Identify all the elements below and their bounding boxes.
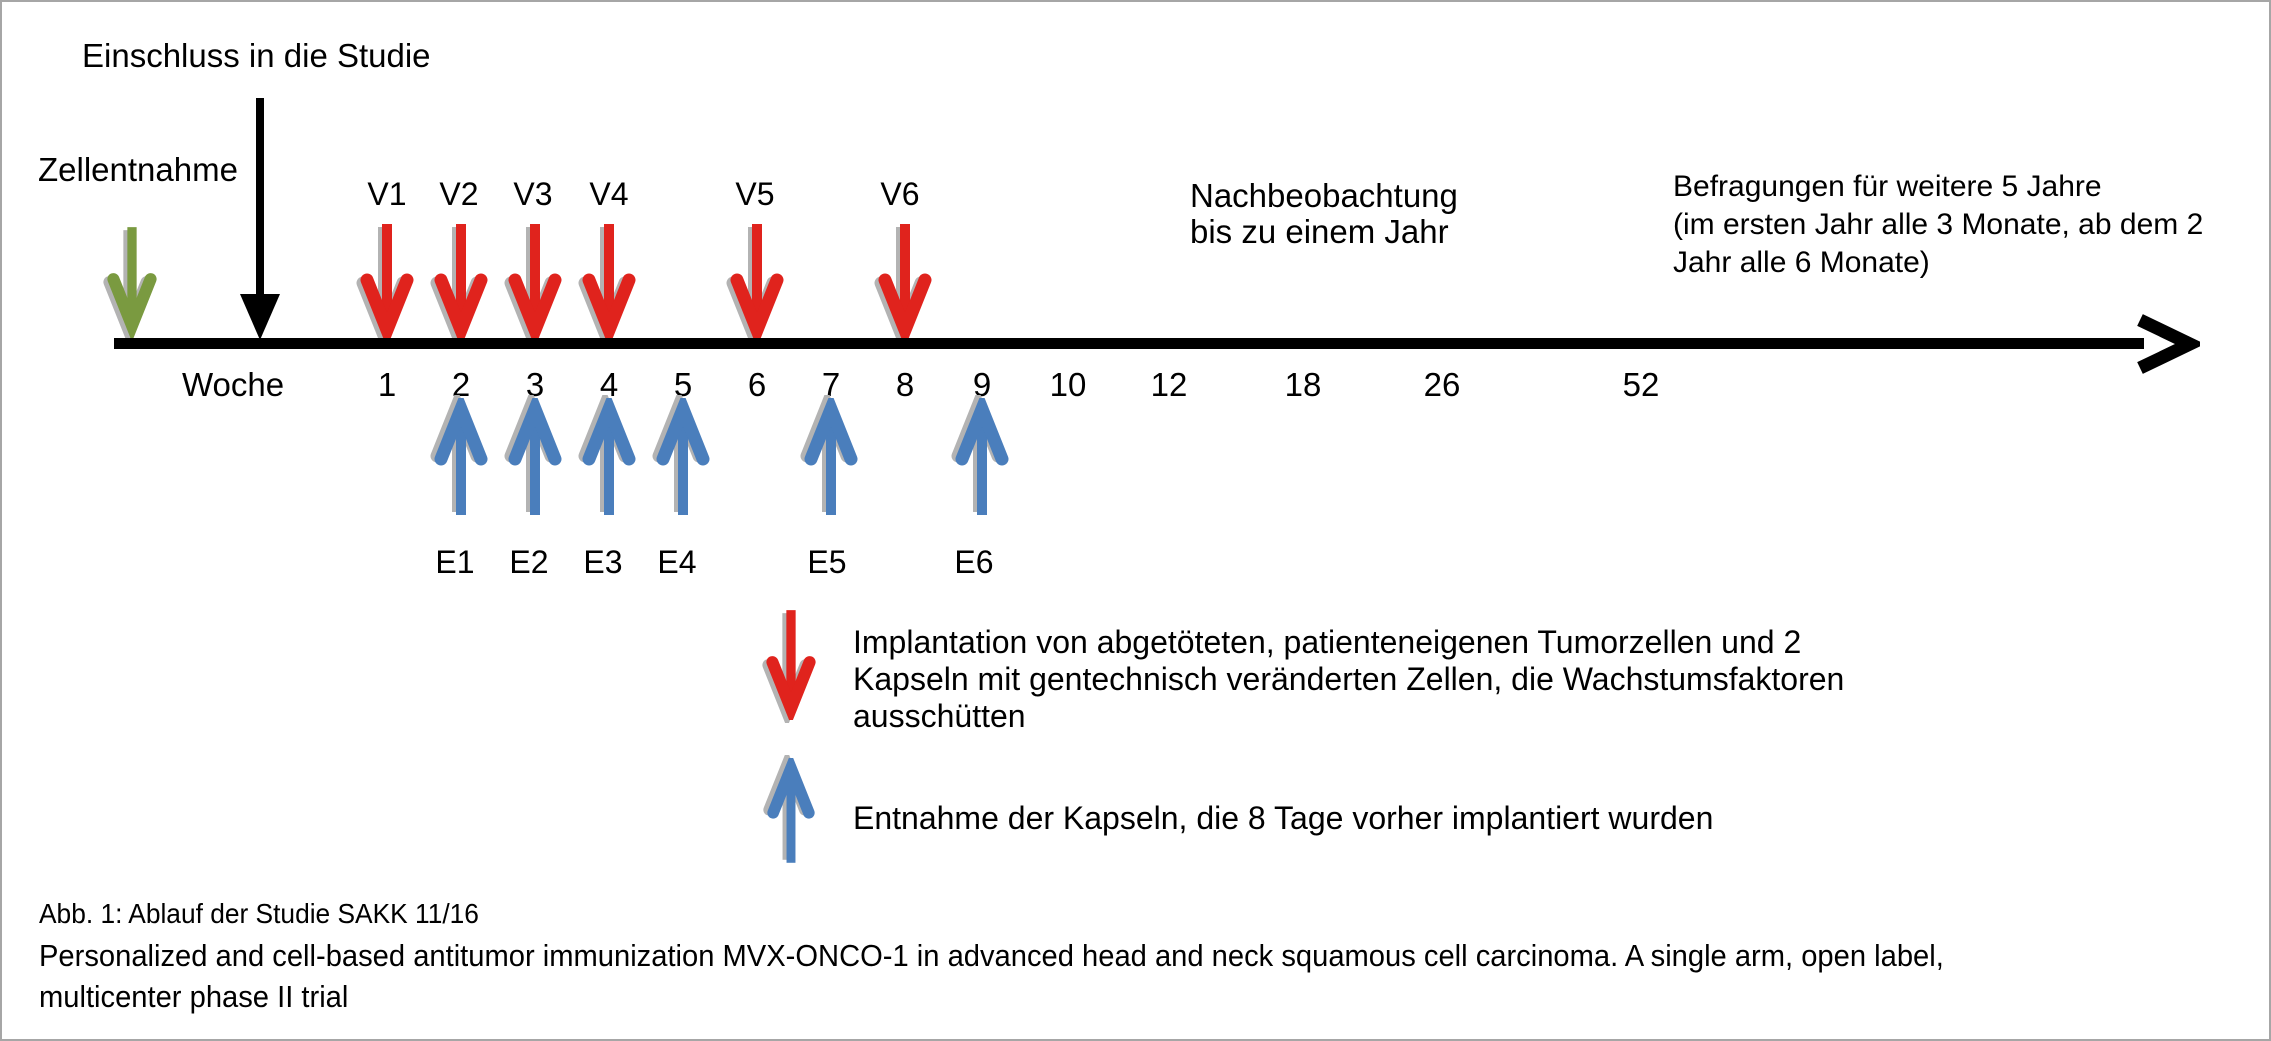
v4-label: V4: [589, 176, 629, 212]
timeline-arrowhead-icon: [2130, 312, 2200, 376]
survey-line3: Jahr alle 6 Monate): [1673, 246, 1930, 279]
capsule-removal-arrow-icon: [507, 398, 563, 516]
week-tick-7: 7: [821, 366, 841, 403]
week-tick-18: 18: [1284, 366, 1322, 403]
v2-label: V2: [439, 176, 479, 212]
legend-implantation-line3: ausschütten: [853, 698, 1026, 734]
e4-label: E4: [657, 544, 697, 580]
week-tick-26: 26: [1423, 366, 1461, 403]
followup-line2: bis zu einem Jahr: [1190, 213, 1449, 250]
v1-label: V1: [367, 176, 407, 212]
e1-label: E1: [435, 544, 475, 580]
capsule-removal-arrow-icon: [433, 398, 489, 516]
survey-line2: (im ersten Jahr alle 3 Monate, ab dem 2: [1673, 208, 2204, 241]
e6-label: E6: [954, 544, 994, 580]
week-tick-10: 10: [1049, 366, 1087, 403]
legend-implantation-text: Implantation von abgetöteten, patientene…: [853, 624, 1844, 735]
capsule-removal-arrow-icon: [954, 398, 1010, 516]
enrollment-arrow-icon: [238, 98, 282, 342]
timeline-axis: [114, 338, 2144, 349]
axis-week-label: Woche: [181, 366, 285, 403]
legend-removal-arrow-icon: [766, 758, 816, 864]
vaccination-arrow-icon: [877, 224, 933, 340]
vaccination-arrow-icon: [433, 224, 489, 340]
week-tick-52: 52: [1622, 366, 1660, 403]
cell-sampling-label: Zellentnahme: [38, 151, 238, 188]
legend-implantation-arrow-icon: [765, 608, 817, 720]
week-tick-12: 12: [1150, 366, 1188, 403]
capsule-removal-arrow-icon: [581, 398, 637, 516]
week-tick-3: 3: [525, 366, 545, 403]
v3-label: V3: [513, 176, 553, 212]
figure-caption-title: Abb. 1: Ablauf der Studie SAKK 11/16: [39, 898, 479, 929]
vaccination-arrow-icon: [359, 224, 415, 340]
capsule-removal-arrow-icon: [803, 398, 859, 516]
week-tick-2: 2: [451, 366, 471, 403]
capsule-removal-arrow-icon: [655, 398, 711, 516]
cell-sampling-arrow-icon: [106, 224, 158, 338]
enrollment-label: Einschluss in die Studie: [82, 37, 431, 74]
week-tick-6: 6: [747, 366, 767, 403]
vaccination-arrow-icon: [581, 224, 637, 340]
week-tick-8: 8: [895, 366, 915, 403]
legend-implantation-line1: Implantation von abgetöteten, patientene…: [853, 624, 1802, 660]
e5-label: E5: [807, 544, 847, 580]
e2-label: E2: [509, 544, 549, 580]
vaccination-arrow-icon: [507, 224, 563, 340]
survey-label: Befragungen für weitere 5 Jahre (im erst…: [1673, 168, 2203, 282]
figure-caption-line3: multicenter phase II trial: [39, 979, 349, 1014]
legend-removal-text: Entnahme der Kapseln, die 8 Tage vorher …: [853, 800, 1714, 836]
week-tick-4: 4: [599, 366, 619, 403]
e3-label: E3: [583, 544, 623, 580]
week-tick-9: 9: [972, 366, 992, 403]
week-tick-5: 5: [673, 366, 693, 403]
survey-line1: Befragungen für weitere 5 Jahre: [1673, 170, 2102, 203]
followup-label: Nachbeobachtung bis zu einem Jahr: [1190, 178, 1458, 250]
v5-label: V5: [735, 176, 775, 212]
followup-line1: Nachbeobachtung: [1190, 177, 1458, 214]
figure-caption-line2: Personalized and cell-based antitumor im…: [39, 938, 1944, 973]
v6-label: V6: [880, 176, 920, 212]
week-tick-1: 1: [377, 366, 397, 403]
vaccination-arrow-icon: [729, 224, 785, 340]
legend-implantation-line2: Kapseln mit gentechnisch veränderten Zel…: [853, 661, 1845, 697]
